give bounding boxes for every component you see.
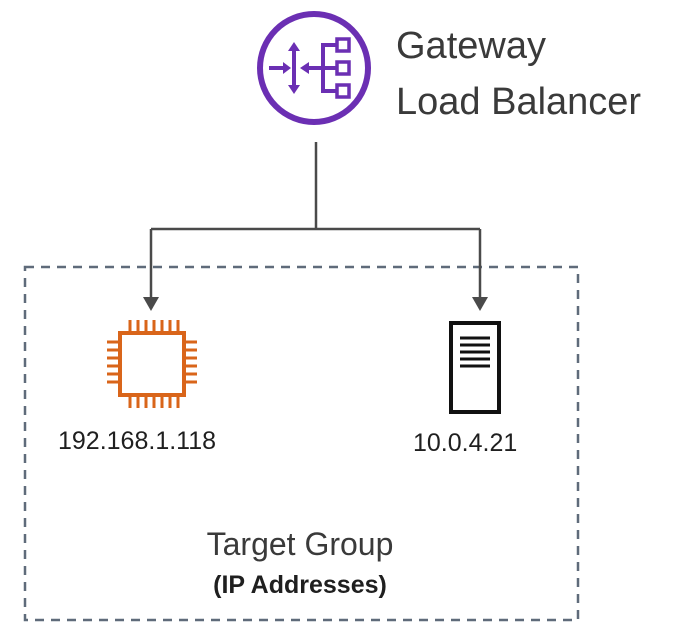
gateway-load-balancer-icon: [257, 11, 371, 125]
target-group-boundary: [23, 265, 580, 622]
gateway-title-line1: Gateway: [396, 25, 546, 67]
gateway-title-line2: Load Balancer: [396, 81, 642, 123]
target-group-title: Target Group: [206, 526, 394, 562]
arrowhead-left: [143, 297, 159, 311]
server-icon: [449, 321, 501, 414]
arrowhead-right: [472, 297, 488, 311]
target-group-subtitle: (IP Addresses): [213, 571, 387, 599]
connector-lines: [149, 142, 482, 298]
ec2-instance-icon: [107, 320, 197, 408]
target-ip-label: 192.168.1.118: [58, 427, 217, 455]
target-ip-label: 10.0.4.21: [413, 429, 518, 457]
gateway-load-balancer-label: Gateway Load Balancer: [396, 18, 641, 130]
